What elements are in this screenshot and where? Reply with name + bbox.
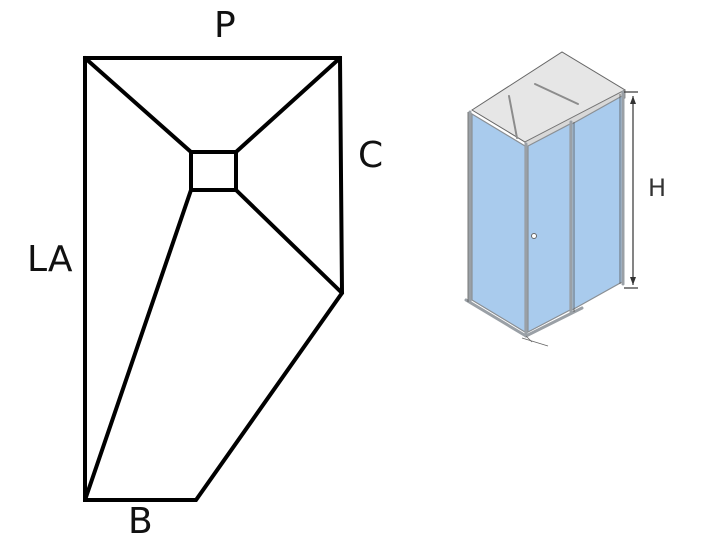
glass-panel-left <box>471 112 526 334</box>
tray-outline <box>83 56 345 502</box>
stabilizer-bar-left <box>508 95 518 139</box>
shower-enclosure-illustration <box>464 51 638 347</box>
fold-line-top-left <box>83 56 193 154</box>
drain-square <box>189 150 238 192</box>
door-knob <box>531 233 537 239</box>
label-height-h: H <box>648 174 667 202</box>
stabilizer-bar-right <box>534 83 579 105</box>
label-right-c: C <box>358 135 384 176</box>
label-left-la: LA <box>27 239 73 280</box>
glass-panel-door <box>527 123 571 333</box>
label-bottom-b: B <box>128 501 153 542</box>
height-dimension-line <box>624 91 638 289</box>
fold-line-right <box>234 188 344 295</box>
glass-panel-fixed <box>571 94 623 312</box>
fold-line-top-right <box>234 56 342 154</box>
label-top-p: P <box>214 5 236 46</box>
fold-line-bottom-left <box>83 188 193 502</box>
